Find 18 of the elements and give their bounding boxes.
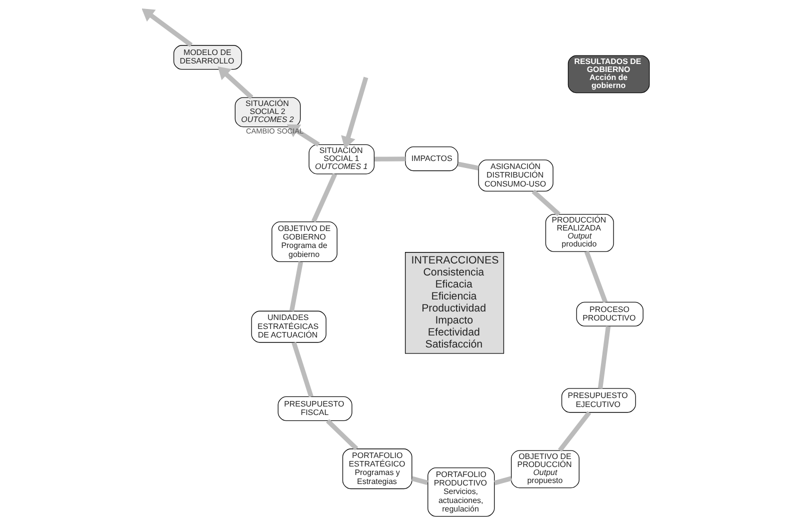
- connector: [374, 156, 406, 162]
- node-box: INTERACCIONES Consistencia Eficacia Eficiencia Productividad Impacto Efectividad Satisfacción: [404, 252, 504, 354]
- connector: [494, 476, 512, 486]
- edge-label: CAMBIO SOCIAL: [246, 126, 304, 136]
- connector: [289, 261, 304, 312]
- connector: [598, 326, 611, 389]
- arrow: [341, 76, 368, 149]
- connector: [584, 250, 608, 303]
- connector: [412, 476, 428, 486]
- connector: [292, 342, 314, 398]
- connector: [311, 173, 338, 223]
- connector: [532, 190, 560, 216]
- connector: [458, 162, 479, 170]
- arrow: [142, 8, 193, 48]
- connector: [326, 419, 358, 451]
- arrow: [286, 124, 320, 147]
- arrow: [218, 66, 254, 100]
- connector: [558, 411, 592, 452]
